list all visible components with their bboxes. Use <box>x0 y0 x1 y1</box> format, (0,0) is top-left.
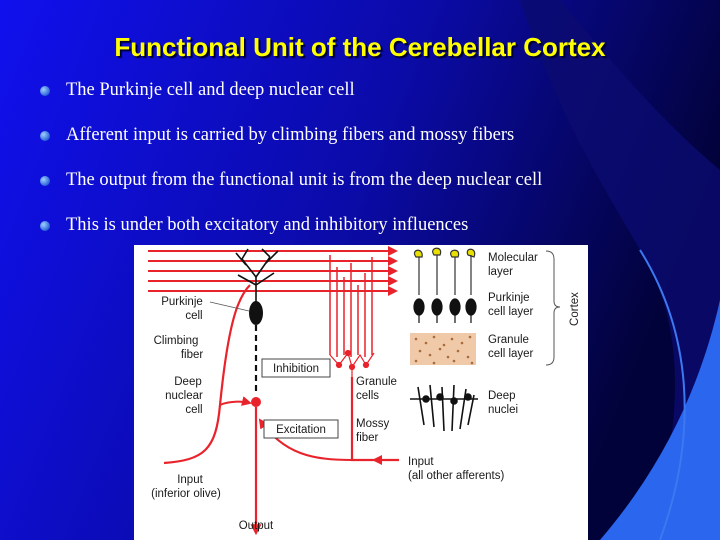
bullet-text: The output from the functional unit is f… <box>66 170 543 190</box>
parallel-fibers <box>148 246 398 296</box>
bullet-item: The output from the functional unit is f… <box>38 168 542 213</box>
bullet-text: Afferent input is carried by climbing fi… <box>66 125 515 145</box>
bullet-text: The Purkinje cell and deep nuclear cell <box>66 80 355 100</box>
deep-nuclear-cell <box>251 397 261 407</box>
decorative-wave-light <box>600 300 720 540</box>
label-output: Output <box>239 520 274 532</box>
granule-cells <box>329 349 375 377</box>
label-input-left: Input(inferior olive) <box>151 474 221 500</box>
slide-title: Functional Unit of the Cerebellar Cortex <box>114 32 606 62</box>
bullet-item: The Purkinje cell and deep nuclear cell <box>38 78 542 123</box>
mossy-fiber <box>350 377 399 462</box>
bullet-text: This is under both excitatory and inhibi… <box>66 215 469 235</box>
label-inhibition: Inhibition <box>273 363 319 375</box>
bullet-icon <box>40 221 50 231</box>
deep-nuclei-sketch <box>410 384 478 432</box>
purkinje-cell-body <box>249 301 263 325</box>
bullet-icon <box>40 176 50 186</box>
purkinje-dendrites <box>235 248 279 303</box>
bullet-item: Afferent input is carried by climbing fi… <box>38 123 542 168</box>
granule-layer-sketch <box>410 333 476 365</box>
label-input-right: Input(all other afferents) <box>408 456 504 482</box>
bullet-icon <box>40 131 50 141</box>
bullet-list: The Purkinje cell and deep nuclear cell … <box>38 78 542 258</box>
climbing-fiber <box>163 284 251 465</box>
cortex-bracket <box>545 250 561 366</box>
label-excitation: Excitation <box>276 424 326 436</box>
granule-axons <box>329 255 373 357</box>
bullet-icon <box>40 86 50 96</box>
decorative-wave <box>520 0 720 540</box>
legend-cortex: Cortex <box>569 292 581 326</box>
purkinje-layer-sketch <box>413 298 477 323</box>
bullet-item: This is under both excitatory and inhibi… <box>38 213 542 258</box>
molecular-layer-sketch <box>414 247 476 295</box>
